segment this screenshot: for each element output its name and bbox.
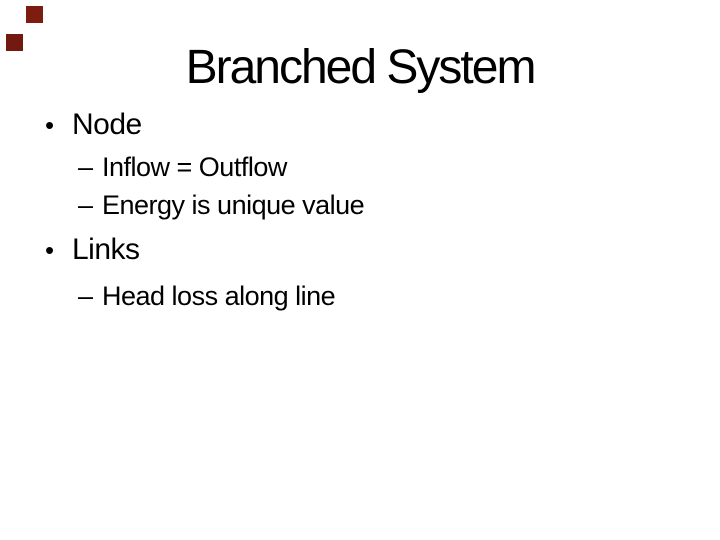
- dash-icon: –: [78, 152, 93, 182]
- bullet-item-label: Links: [72, 233, 140, 266]
- slide-title: Branched System: [185, 41, 537, 94]
- bullet-item-node: • Node: [45, 110, 142, 140]
- sub-bullet-label: Head loss along line: [102, 281, 336, 311]
- sub-bullet-label: Inflow = Outflow: [102, 152, 287, 182]
- bullet-item-links: • Links: [45, 235, 140, 265]
- decor-square-top: [26, 6, 43, 23]
- sub-bullet-item: –Energy is unique value: [78, 190, 365, 220]
- dash-icon: –: [78, 190, 93, 220]
- sub-bullet-label: Energy is unique value: [102, 190, 365, 220]
- bullet-icon: •: [45, 110, 54, 140]
- sub-bullet-item: –Inflow = Outflow: [78, 154, 287, 181]
- decor-square-bottom: [6, 34, 23, 51]
- dash-icon: –: [78, 281, 93, 311]
- bullet-icon: •: [45, 235, 54, 265]
- sub-bullet-item: –Head loss along line: [78, 281, 336, 311]
- bullet-item-label: Node: [72, 108, 142, 141]
